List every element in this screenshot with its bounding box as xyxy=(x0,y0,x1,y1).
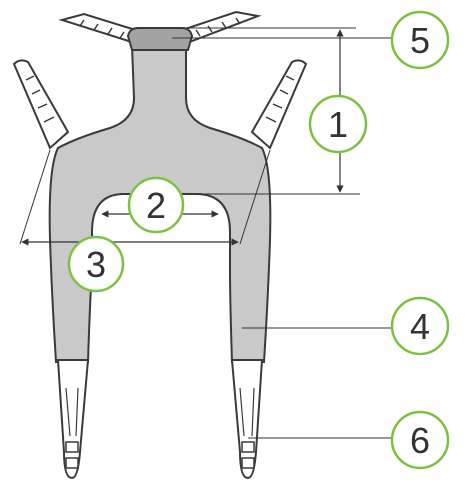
leg-strap-left xyxy=(56,359,90,480)
dimension-3-right-extension xyxy=(239,149,271,245)
head-pad xyxy=(126,27,194,51)
callout-3: 3 xyxy=(67,235,125,293)
svg-text:2: 2 xyxy=(146,185,166,226)
svg-text:5: 5 xyxy=(410,20,430,61)
leg-strap-right xyxy=(230,359,264,480)
svg-text:4: 4 xyxy=(410,306,430,347)
shoulder-strap-left xyxy=(12,59,70,150)
callout-4: 4 xyxy=(390,296,450,356)
callout-5: 5 xyxy=(390,10,450,70)
callout-2: 2 xyxy=(127,176,185,234)
shoulder-strap-right xyxy=(250,59,308,150)
callout-1: 1 xyxy=(308,94,368,154)
svg-text:3: 3 xyxy=(86,244,106,285)
svg-text:1: 1 xyxy=(328,104,348,145)
callout-6: 6 xyxy=(390,410,450,470)
dimension-3-left-extension xyxy=(19,149,51,245)
svg-text:6: 6 xyxy=(410,420,430,461)
